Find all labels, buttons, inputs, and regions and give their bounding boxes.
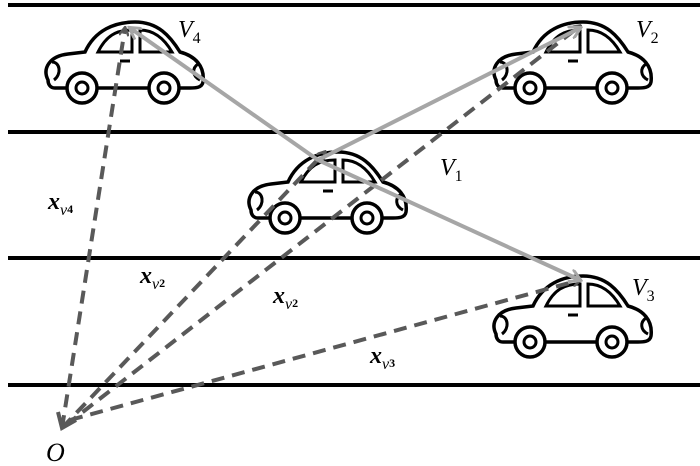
label-v3: V3: [632, 276, 655, 305]
vector-sub: v: [382, 356, 390, 373]
lane-lines: [8, 3, 700, 387]
vector-symbol: x: [140, 263, 152, 289]
vector-sub: v: [285, 296, 293, 313]
vector-index: 3: [389, 356, 396, 370]
relative-v1-v2: [317, 28, 580, 162]
vector-sub: v: [60, 202, 68, 219]
vector-index: 2: [292, 296, 299, 310]
vector-index: 4: [67, 202, 74, 216]
vector-symbol: x: [370, 343, 382, 369]
vector-index: 2: [159, 276, 166, 290]
label-index: 1: [454, 168, 463, 185]
label-letter: V: [440, 155, 455, 181]
label-letter: V: [636, 17, 651, 43]
vector-x-v2: [64, 26, 580, 427]
vector-symbol: x: [273, 283, 285, 309]
relative-v1-v3: [317, 158, 580, 280]
label-v4: V4: [178, 18, 201, 47]
vector-symbol: x: [48, 189, 60, 215]
origin-arrowhead: [56, 411, 77, 432]
label-index: 2: [650, 30, 659, 47]
vector-x-v1: [60, 152, 325, 430]
relative-vectors: [130, 28, 580, 280]
car-v3: [492, 274, 654, 359]
relative-v1-v4: [130, 28, 320, 162]
origin-label: O: [46, 438, 65, 466]
label-index: 3: [646, 288, 655, 305]
label-x-v2-b: xv2: [273, 284, 298, 313]
label-index: 4: [192, 30, 201, 47]
position-vectors: [56, 26, 580, 432]
vector-x-v4: [60, 28, 125, 429]
label-v2: V2: [636, 18, 659, 47]
label-v1: V1: [440, 156, 463, 185]
label-x-v2-a: xv2: [140, 264, 165, 293]
label-x-v3: xv3: [370, 344, 395, 373]
label-x-v4: xv4: [48, 190, 73, 219]
label-letter: V: [178, 17, 193, 43]
vector-sub: v: [152, 276, 160, 293]
label-letter: V: [632, 275, 647, 301]
vector-x-v3: [69, 280, 580, 422]
